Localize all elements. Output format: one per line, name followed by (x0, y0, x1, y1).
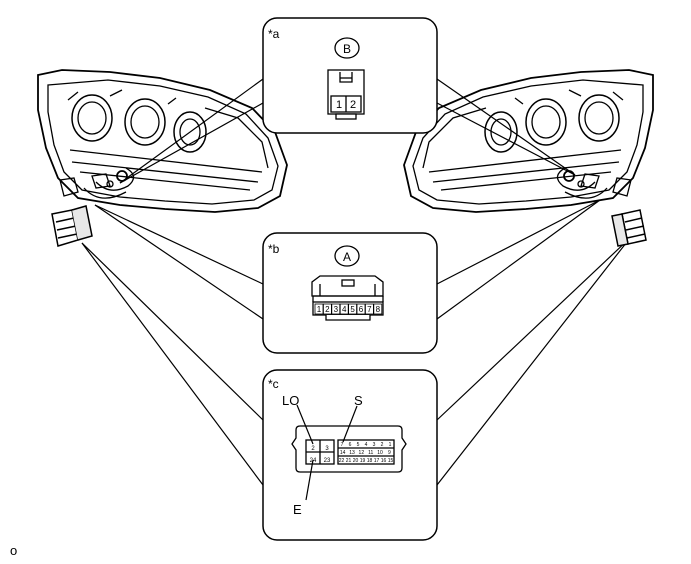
connector-a-pin-3-cell (331, 303, 341, 315)
connector-a-pin-6: 6 (359, 305, 364, 314)
connector-c-pin-r3-16: 16 (381, 458, 387, 464)
connector-c-pin-23: 23 (324, 458, 331, 464)
callout-a: *a B 1 2 (262, 17, 438, 134)
connector-c-pin-r1-1: 1 (389, 442, 392, 448)
connector-a-pin-5: 5 (350, 305, 355, 314)
label-e: E (293, 502, 302, 517)
right-loose-connector (611, 209, 647, 247)
connector-c-pin-r2-12: 12 (359, 450, 365, 456)
connector-c-pin-r3-20: 20 (353, 458, 359, 464)
connector-a-badge: A (334, 245, 360, 267)
label-s: S (354, 393, 363, 408)
connector-a-letter: A (343, 250, 351, 264)
connector-b-pin-1: 1 (336, 99, 342, 111)
footer-mark: o (10, 543, 17, 558)
left-loose-connector (51, 205, 93, 247)
connector-a-pin-8: 8 (376, 305, 381, 314)
connector-c-pin-r3-18: 18 (367, 458, 373, 464)
connector-c-pin-r1-3: 3 (373, 442, 376, 448)
callout-b-tag: *b (268, 242, 280, 256)
connector-c-leaders (296, 404, 358, 501)
left-headlamp-illustration (37, 69, 288, 213)
connector-a-pin-7: 7 (367, 305, 372, 314)
connector-c-pin-r1-2: 2 (381, 442, 384, 448)
connector-b-letter: B (343, 42, 351, 56)
callout-c-tag: *c (268, 377, 279, 391)
connector-a-pin-4: 4 (342, 305, 347, 314)
connector-c-pin-r1-7: 7 (341, 442, 344, 448)
connector-b-face (327, 69, 365, 120)
label-lo: LO (282, 393, 299, 408)
connector-c-pin-left-3: 3 (325, 446, 329, 452)
connector-c-pin-r2-10: 10 (377, 450, 383, 456)
connector-a-pin-3: 3 (334, 305, 339, 314)
connector-c-pin-r2-14: 14 (340, 450, 346, 456)
connector-c-pin-r3-19: 19 (360, 458, 366, 464)
connector-c-pin-r3-15: 15 (388, 458, 394, 464)
connector-c-pin-r3-22: 22 (339, 458, 345, 464)
callout-a-tag: *a (268, 27, 280, 41)
connector-c-pin-r2-11: 11 (368, 450, 373, 456)
connector-b-badge: B (334, 37, 360, 59)
connector-c-pin-r2-13: 13 (349, 450, 355, 456)
connector-c-pin-left-2: 2 (311, 446, 315, 452)
connector-a-pin-2: 2 (325, 305, 330, 314)
connector-c-pin-r2-9: 9 (388, 450, 391, 456)
connector-c-pin-r1-6: 6 (349, 442, 352, 448)
connector-c-pin-r1-4: 4 (365, 442, 368, 448)
connector-c-pin-r1-5: 5 (357, 442, 360, 448)
connector-a-pin-8-cell (373, 303, 383, 315)
connector-a-pin-1: 1 (317, 305, 322, 314)
connector-c-face (291, 425, 407, 473)
leader-lines (81, 78, 631, 486)
connector-b-pin-2: 2 (350, 99, 356, 111)
connector-c-pin-r3-17: 17 (374, 458, 380, 464)
right-headlamp-illustration (403, 69, 654, 213)
connector-c-pin-r3-21: 21 (346, 458, 352, 464)
